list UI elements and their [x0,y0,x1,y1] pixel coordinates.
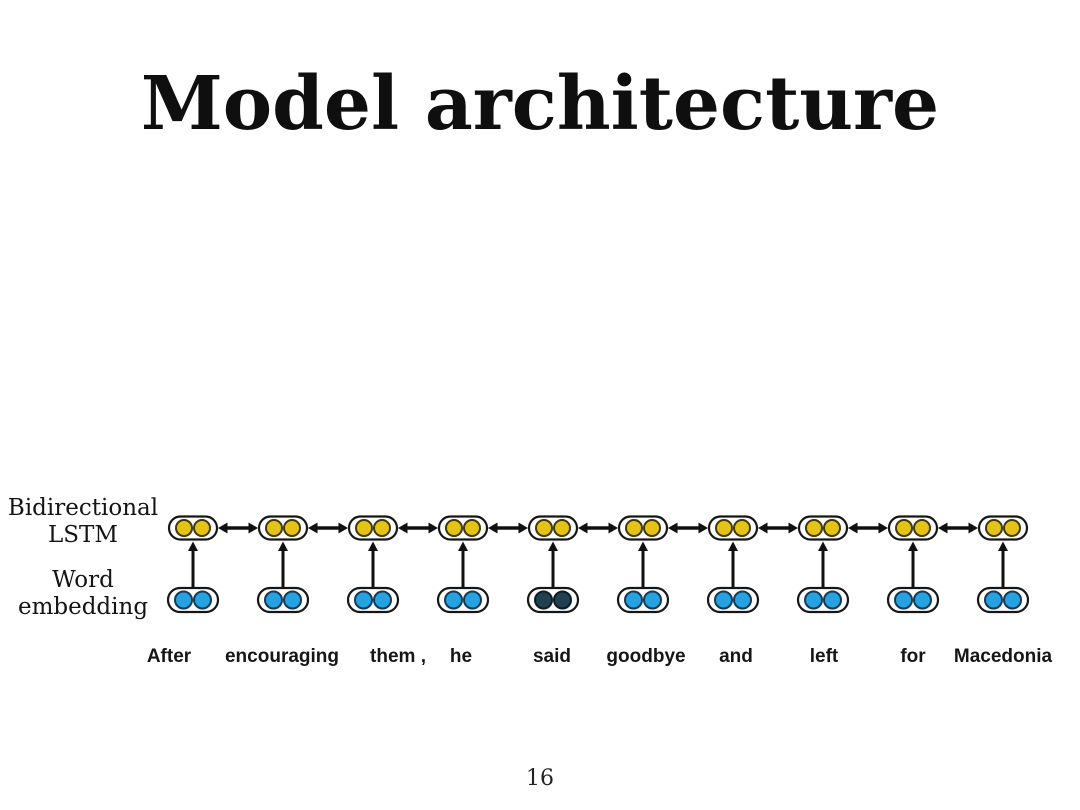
embedding-unit-circle [264,590,283,610]
label-line: Bidirectional [7,495,159,521]
embedding-cell [616,586,670,614]
label-word-embedding: Word embedding [0,567,166,621]
lstm-cell [887,515,939,541]
embedding-unit-circle [534,590,553,610]
lstm-unit-circle [643,519,661,537]
token-word: left [809,646,839,667]
lstm-cell [167,515,219,541]
embedding-unit-circle [894,590,913,610]
embedding-cell [976,586,1030,614]
input-arrow [548,541,558,587]
lstm-cell [797,515,849,541]
embedding-unit-circle [643,590,662,610]
token-word: he [449,646,473,667]
embedding-unit-circle [283,590,302,610]
embedding-unit-circle [354,590,373,610]
embedding-cell [526,586,580,614]
embedding-unit-circle [984,590,1003,610]
input-arrow [818,541,828,587]
bidirectional-arrow [578,522,618,534]
embedding-cell [706,586,760,614]
bidirectional-arrow [308,522,348,534]
embedding-unit-circle [463,590,482,610]
input-arrow [458,541,468,587]
embedding-cell [166,586,220,614]
embedding-unit-circle [733,590,752,610]
lstm-unit-circle [805,519,823,537]
token-word: After [146,646,192,667]
lstm-cell [347,515,399,541]
input-arrow [728,541,738,587]
lstm-cell [617,515,669,541]
bidirectional-arrow [938,522,978,534]
lstm-unit-circle [913,519,931,537]
lstm-unit-circle [1003,519,1021,537]
lstm-cell [437,515,489,541]
embedding-cell [796,586,850,614]
lstm-unit-circle [373,519,391,537]
lstm-unit-circle [823,519,841,537]
embedding-unit-circle [174,590,193,610]
label-line: Word [52,567,114,593]
embedding-unit-circle [714,590,733,610]
label-line: LSTM [48,522,118,548]
bidirectional-arrow [758,522,798,534]
lstm-unit-circle [265,519,283,537]
embedding-unit-circle [373,590,392,610]
lstm-unit-circle [625,519,643,537]
bidirectional-arrow [488,522,528,534]
slide-title: Model architecture [140,61,940,147]
token-word: encouraging [224,646,340,667]
input-arrow [188,541,198,587]
lstm-unit-circle [715,519,733,537]
embedding-unit-circle [624,590,643,610]
embedding-unit-circle [913,590,932,610]
input-arrow [368,541,378,587]
input-arrow [638,541,648,587]
embedding-cell [346,586,400,614]
lstm-cell [527,515,579,541]
bidirectional-arrow [668,522,708,534]
token-word: them , [370,646,426,667]
lstm-cell [977,515,1029,541]
lstm-cell [257,515,309,541]
token-word: and [719,646,753,667]
bidirectional-arrow [848,522,888,534]
embedding-unit-circle [444,590,463,610]
lstm-unit-circle [733,519,751,537]
token-word: Macedonia [953,646,1053,667]
token-word: goodbye [606,646,686,667]
token-word: for [900,646,926,667]
lstm-unit-circle [535,519,553,537]
embedding-unit-circle [553,590,572,610]
embedding-cell [256,586,310,614]
page-number: 16 [526,766,554,791]
input-arrow [278,541,288,587]
lstm-unit-circle [985,519,1003,537]
label-bidirectional-lstm: Bidirectional LSTM [0,495,166,549]
lstm-unit-circle [355,519,373,537]
lstm-unit-circle [175,519,193,537]
token-word: said [532,646,572,667]
label-line: embedding [17,594,149,620]
bidirectional-arrow [398,522,438,534]
embedding-cell [886,586,940,614]
embedding-unit-circle [823,590,842,610]
input-arrow [998,541,1008,587]
bidirectional-arrow [218,522,258,534]
lstm-unit-circle [553,519,571,537]
input-arrow [908,541,918,587]
lstm-unit-circle [463,519,481,537]
embedding-unit-circle [193,590,212,610]
lstm-unit-circle [283,519,301,537]
embedding-cell [436,586,490,614]
lstm-unit-circle [445,519,463,537]
embedding-unit-circle [804,590,823,610]
lstm-unit-circle [193,519,211,537]
embedding-unit-circle [1003,590,1022,610]
lstm-unit-circle [895,519,913,537]
lstm-cell [707,515,759,541]
